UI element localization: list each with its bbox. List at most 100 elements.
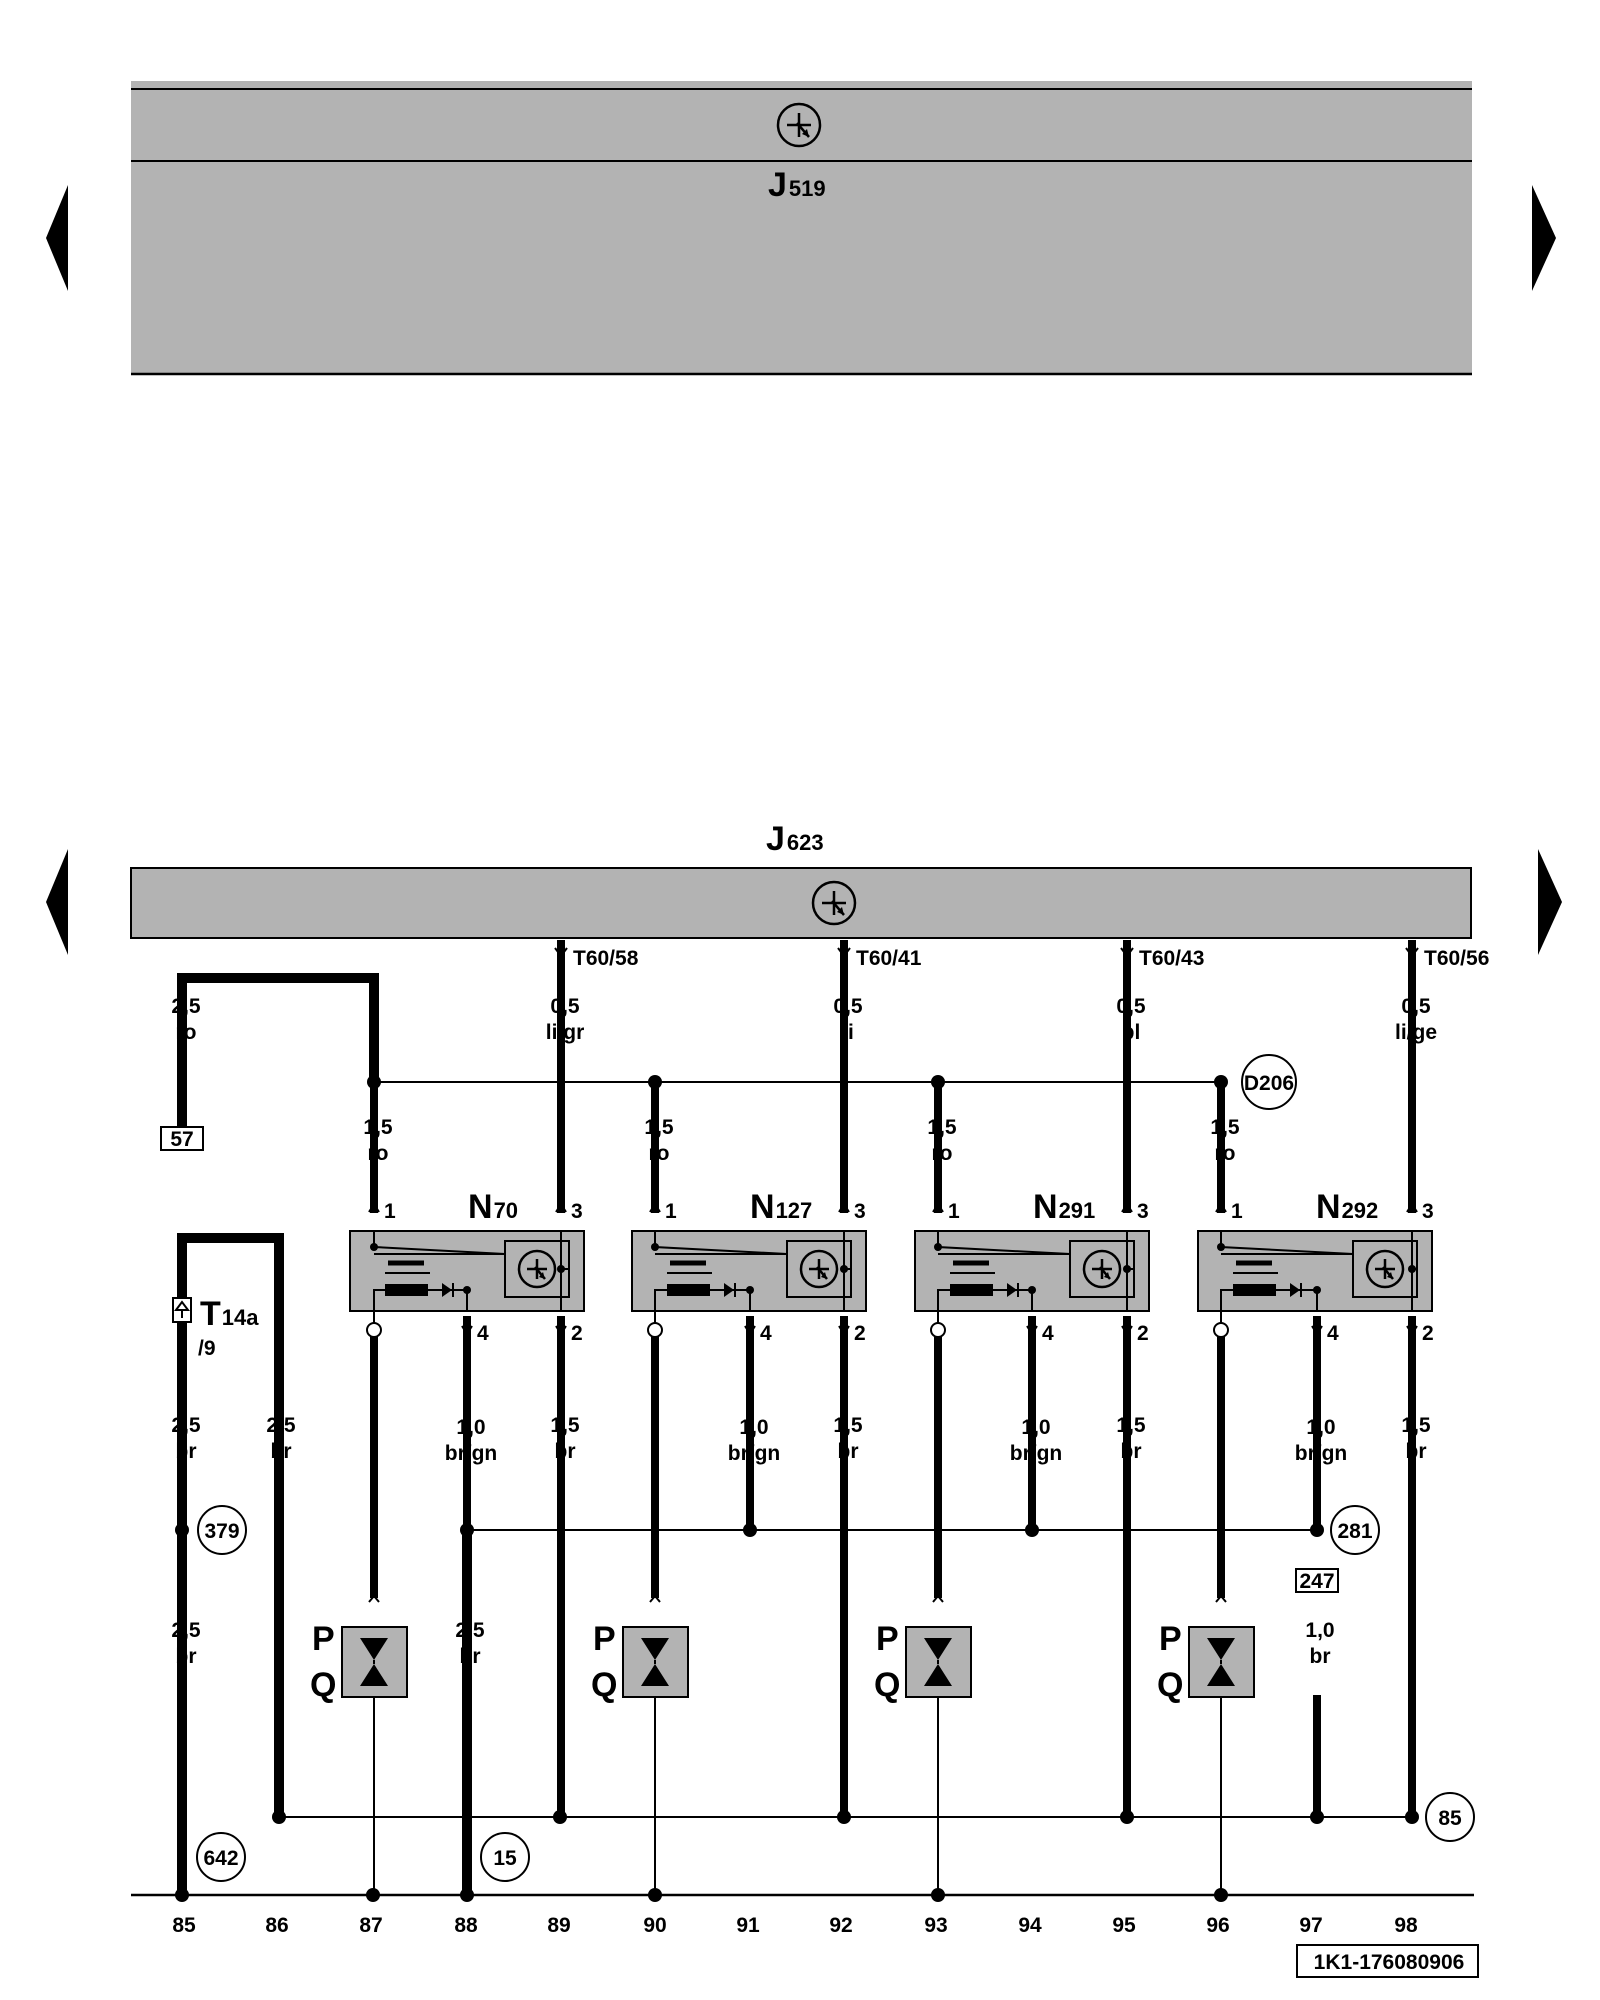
svg-text:1K1-176080906: 1K1-176080906 (1314, 1951, 1465, 1974)
diode-icon (1007, 1283, 1017, 1297)
track-number: 86 (265, 1914, 288, 1937)
svg-text:0,5: 0,5 (1116, 995, 1146, 1018)
svg-text:br: br (271, 1440, 292, 1463)
svg-text:1,5: 1,5 (363, 1116, 393, 1139)
svg-text:642: 642 (203, 1847, 238, 1870)
svg-text:3: 3 (854, 1200, 866, 1223)
diode-icon (724, 1283, 734, 1297)
svg-text:2,5: 2,5 (171, 1414, 201, 1437)
control-unit-j623: J623 (130, 820, 1472, 939)
svg-text:br: br (460, 1645, 481, 1668)
valve-name-label: N127 (750, 1188, 812, 1226)
next-page-arrow-icon[interactable] (1532, 185, 1556, 291)
svg-text:4: 4 (477, 1322, 489, 1345)
svg-text:3: 3 (571, 1200, 583, 1223)
svg-text:4: 4 (1327, 1322, 1339, 1345)
svg-text:li/ge: li/ge (1395, 1021, 1437, 1044)
reference-15[interactable]: 15 (480, 1832, 530, 1882)
reference-d206[interactable]: D206 (1241, 1054, 1297, 1110)
connector-t14a-label: T14a (200, 1295, 259, 1333)
track-number: 96 (1206, 1914, 1229, 1937)
svg-text:1,5: 1,5 (644, 1116, 674, 1139)
svg-text:2: 2 (1137, 1322, 1149, 1345)
reference-379[interactable]: 379 (197, 1505, 247, 1555)
svg-text:br/gn: br/gn (1295, 1442, 1348, 1465)
connector-t14a-pin: /9 (198, 1337, 216, 1360)
svg-text:1,5: 1,5 (550, 1414, 580, 1437)
svg-text:D206: D206 (1244, 1072, 1294, 1095)
valve-arrow-icon (924, 1664, 952, 1686)
pressure-label-p: P (876, 1620, 899, 1658)
svg-text:0,5: 0,5 (833, 995, 863, 1018)
track-number: 89 (547, 1914, 570, 1937)
svg-text:br: br (838, 1440, 859, 1463)
valve-arrow-icon (641, 1664, 669, 1686)
svg-text:ro: ro (368, 1142, 389, 1165)
svg-text:br: br (555, 1440, 576, 1463)
svg-text:3: 3 (1137, 1200, 1149, 1223)
pressure-label-q: Q (1157, 1666, 1183, 1704)
svg-text:1,0: 1,0 (456, 1416, 485, 1439)
prev-page-arrow-icon[interactable] (46, 185, 68, 291)
svg-text:379: 379 (204, 1520, 239, 1543)
svg-text:br: br (176, 1645, 197, 1668)
connector-box-247-label: 247 (1299, 1570, 1334, 1593)
svg-text:1,5: 1,5 (1116, 1414, 1146, 1437)
reference-281[interactable]: 281 (1330, 1505, 1380, 1555)
j519-label: J519 (768, 166, 826, 204)
valve-arrow-icon (1207, 1638, 1235, 1660)
pressure-label-p: P (1159, 1620, 1182, 1658)
svg-text:2,5: 2,5 (171, 1619, 201, 1642)
pressure-label-q: Q (310, 1666, 336, 1704)
track-number: 90 (643, 1914, 666, 1937)
svg-text:br: br (1406, 1440, 1427, 1463)
signal-connector-label: T60/43 (1139, 947, 1204, 970)
pressure-label-p: P (593, 1620, 616, 1658)
valve-name-label: N70 (468, 1188, 518, 1226)
reference-642[interactable]: 642 (196, 1832, 246, 1882)
svg-text:1,5: 1,5 (1401, 1414, 1431, 1437)
next-page-arrow-icon[interactable] (1538, 849, 1562, 955)
diode-icon (1290, 1283, 1300, 1297)
svg-text:15: 15 (493, 1847, 517, 1870)
track-number: 92 (829, 1914, 852, 1937)
signal-connector-label: T60/58 (573, 947, 639, 970)
svg-text:2,5: 2,5 (455, 1619, 485, 1642)
svg-text:1: 1 (948, 1200, 960, 1223)
svg-text:1,0: 1,0 (1306, 1416, 1335, 1439)
connector-box-57-label: 57 (170, 1128, 193, 1151)
pressure-label-p: P (312, 1620, 335, 1658)
connector-arrow-icon (1405, 947, 1419, 958)
svg-text:1,5: 1,5 (833, 1414, 863, 1437)
svg-text:ro: ro (1215, 1142, 1236, 1165)
svg-text:4: 4 (1042, 1322, 1054, 1345)
track-number: 97 (1299, 1914, 1322, 1937)
valve-name-label: N291 (1033, 1188, 1095, 1226)
track-number: 95 (1112, 1914, 1136, 1937)
svg-text:2: 2 (854, 1322, 866, 1345)
reference-85[interactable]: 85 (1425, 1792, 1475, 1842)
svg-text:1,5: 1,5 (1210, 1116, 1240, 1139)
track-number: 87 (359, 1914, 382, 1937)
svg-text:br: br (1310, 1645, 1331, 1668)
connector-arrow-icon (554, 947, 568, 958)
svg-text:3: 3 (1422, 1200, 1434, 1223)
svg-text:bl: bl (1122, 1021, 1141, 1044)
signal-connector-label: T60/41 (856, 947, 922, 970)
connector-box-247 (1295, 1568, 1339, 1593)
signal-connector-label: T60/56 (1424, 947, 1489, 970)
j623-label: J623 (766, 820, 824, 858)
track-number: 93 (924, 1914, 947, 1937)
prev-page-arrow-icon[interactable] (46, 849, 68, 955)
svg-text:li: li (842, 1021, 854, 1044)
diode-icon (442, 1283, 452, 1297)
valve-arrow-icon (1207, 1664, 1235, 1686)
connector-arrow-icon (1120, 947, 1134, 958)
valve-name-label: N292 (1316, 1188, 1378, 1226)
